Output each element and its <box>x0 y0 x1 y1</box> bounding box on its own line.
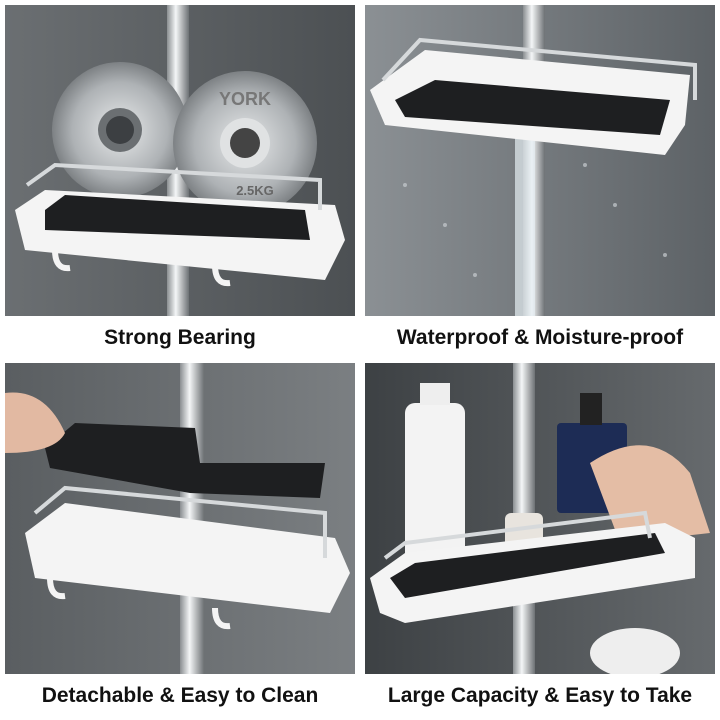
weight-value-label: 2.5KG <box>236 183 274 198</box>
caption-waterproof: Waterproof & Moisture-proof <box>396 326 684 349</box>
photo-waterproof <box>365 5 715 316</box>
weight-brand-label: YORK <box>219 89 271 109</box>
photo-detachable <box>5 363 355 674</box>
caption-strong-bearing: Strong Bearing <box>104 326 256 349</box>
caption-large-capacity: Large Capacity & Easy to Take <box>387 684 693 707</box>
photo-large-capacity <box>365 363 715 674</box>
caption-detachable: Detachable & Easy to Clean <box>41 684 319 707</box>
photo-strong-bearing: YORK 2.5KG <box>5 5 355 316</box>
